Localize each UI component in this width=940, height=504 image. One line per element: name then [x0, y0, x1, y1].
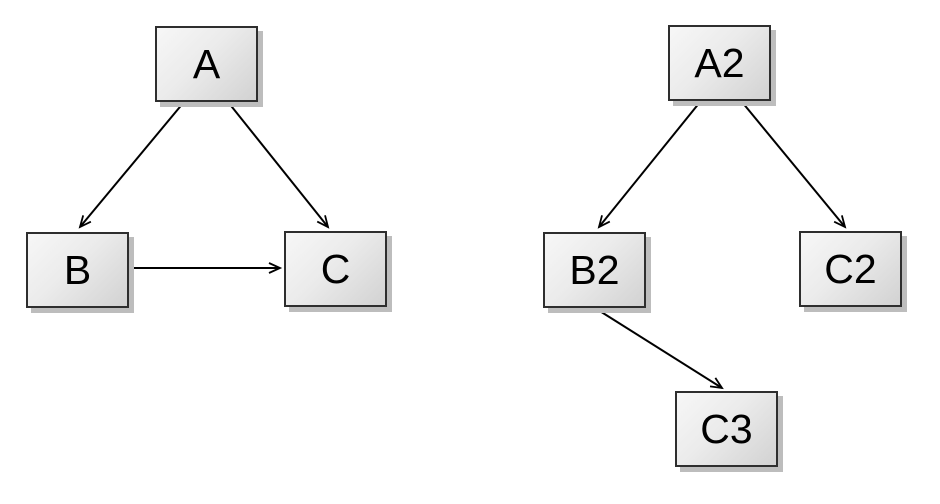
node-b2: B2: [543, 232, 646, 308]
edge-a2-b2: [597, 101, 701, 229]
node-a2: A2: [668, 25, 771, 101]
node-a: A: [155, 26, 258, 102]
node-c3: C3: [675, 391, 778, 467]
node-c2: C2: [799, 231, 902, 307]
edge-a-b: [78, 101, 185, 229]
node-c: C: [284, 231, 387, 307]
edge-a2-c2: [741, 101, 847, 229]
edge-b2-c3: [594, 307, 724, 390]
edge-a-c: [227, 101, 330, 229]
node-b: B: [26, 232, 129, 308]
